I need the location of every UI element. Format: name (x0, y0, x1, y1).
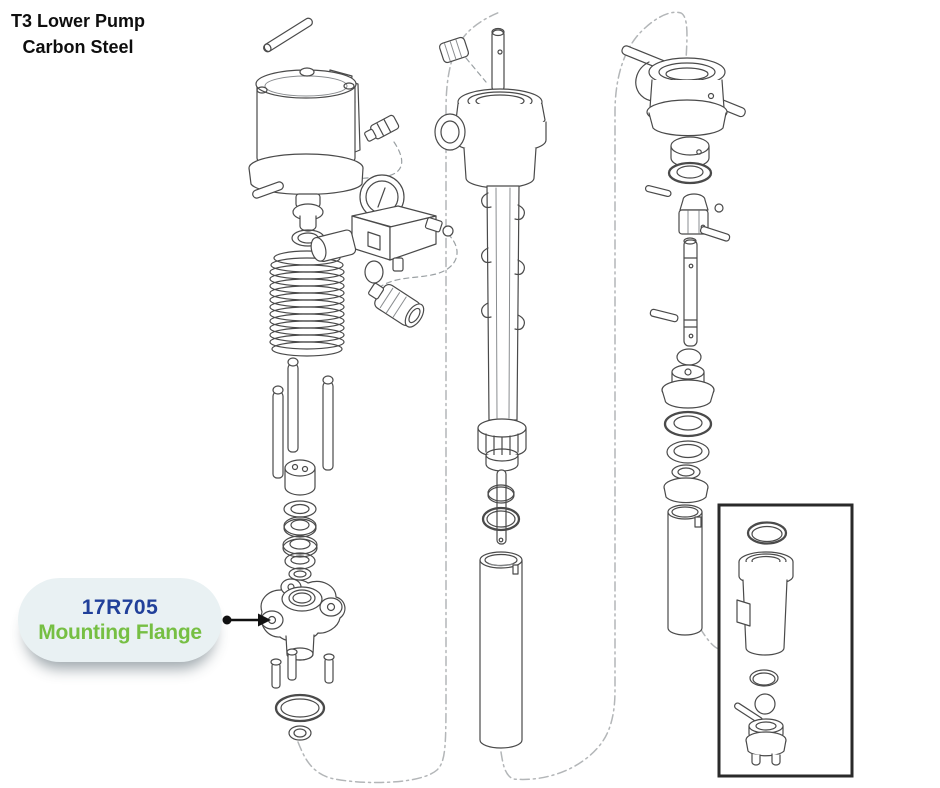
air-motor-assembly-drawing (248, 17, 364, 247)
flange-bolts-and-orings-drawing (270, 648, 335, 741)
air-regulator-gauge-drawing (310, 174, 454, 284)
intake-valve-inset (717, 503, 854, 778)
pump-head-assembly-drawing (434, 27, 547, 189)
displacement-rod-drawing (477, 185, 527, 545)
throat-seals-drawing (667, 136, 713, 185)
page-title-line1: T3 Lower Pump (10, 11, 145, 31)
coupling-and-washers-drawing (282, 459, 318, 581)
connecting-rod-drawing (649, 237, 702, 366)
part-callout-bubble[interactable]: 17R705 Mounting Flange (18, 578, 222, 662)
page-title: T3 Lower Pump Carbon Steel (8, 8, 148, 60)
muffler-fitting-drawing (368, 282, 425, 328)
tube-clamp-assembly-drawing (621, 45, 746, 137)
part-number: 17R705 (81, 595, 159, 619)
mounting-flange-drawing (260, 578, 346, 661)
callout-arrow (222, 613, 271, 627)
pump-cylinder-tube-drawing (479, 551, 523, 749)
outlet-tube-drawing (667, 504, 703, 636)
tie-rod-diagonal (263, 17, 313, 53)
tie-rods-drawing (272, 357, 334, 479)
packing-nut-and-seals-drawing (661, 364, 715, 504)
coil-spring-drawing (269, 250, 345, 357)
rod-coupler-drawing (644, 185, 731, 242)
part-name: Mounting Flange (38, 620, 202, 644)
air-inlet-fitting-drawing (364, 114, 400, 142)
page-title-line2: Carbon Steel (22, 37, 134, 57)
